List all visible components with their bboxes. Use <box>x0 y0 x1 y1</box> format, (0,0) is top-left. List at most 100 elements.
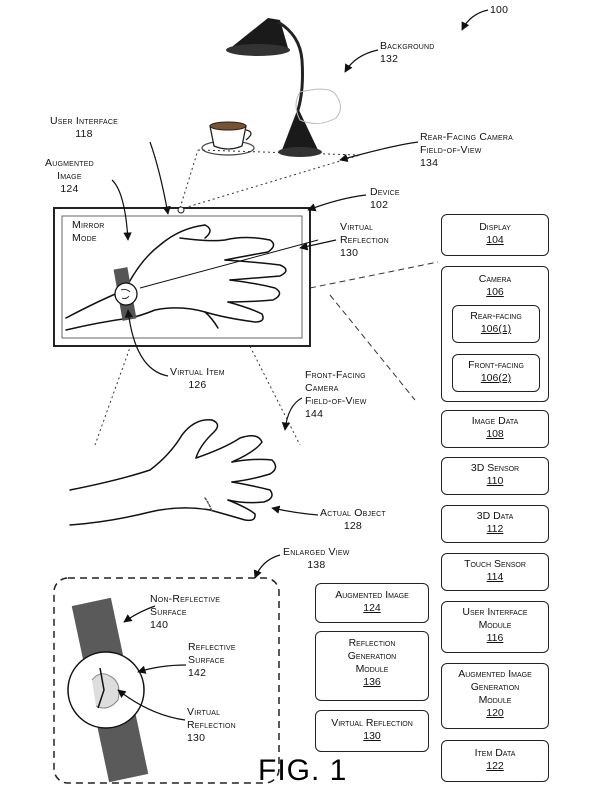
label-vr2-text2: Reflection <box>187 719 236 731</box>
virtual-reflection-enlarged-pointer <box>117 689 186 721</box>
module-display-label: Display <box>479 221 511 233</box>
label-ao-text: Actual Object <box>320 507 386 519</box>
module-image-data-num: 108 <box>486 428 504 440</box>
module-touch-sensor-num: 114 <box>486 571 504 583</box>
label-vr-num: 130 <box>340 247 359 259</box>
label-vr2-text: Virtual <box>187 706 221 718</box>
module-item-data-label: Item Data <box>474 747 516 759</box>
label-ev-num: 138 <box>307 559 326 571</box>
module-ui-module-label2: Module <box>478 619 512 631</box>
module-image-data-label: Image Data <box>471 415 519 427</box>
label-rear-text2: Field-of-View <box>420 144 482 156</box>
module-refl-gen-label2: Generation <box>347 650 397 662</box>
label-background-num: 132 <box>380 53 399 65</box>
label-device: Device 102 <box>370 186 400 212</box>
label-nr-text2: Surface <box>150 606 187 618</box>
label-mirror-text: Mirror <box>72 219 105 231</box>
label-ui-text: User Interface <box>50 115 118 127</box>
label-vr-text: Virtual <box>340 221 374 233</box>
label-ev-text: Enlarged View <box>283 546 350 558</box>
module-3d-sensor-num: 110 <box>486 475 504 487</box>
module-camera-label: Camera <box>478 273 512 285</box>
ref-100-arrow <box>461 9 489 31</box>
label-rs-text: Reflective <box>188 641 236 653</box>
label-fc-num: 144 <box>305 408 324 420</box>
coffee-cup-icon <box>201 121 255 156</box>
module-ui-module-num: 116 <box>486 632 504 644</box>
module-display: Display 104 <box>441 214 549 256</box>
label-rear-camera: Rear-Facing Camera Field-of-View 134 <box>420 131 513 170</box>
module-aug-image-num: 124 <box>363 602 381 614</box>
module-augmented-generation: Augmented Image Generation Module 120 <box>441 663 549 729</box>
label-background-text: Background <box>380 40 435 52</box>
label-user-interface: User Interface 118 <box>50 115 118 141</box>
label-ai-text2: Image <box>57 170 82 182</box>
label-background: Background 132 <box>380 40 435 66</box>
virtual-reflection-pointer <box>299 239 337 251</box>
augmented-image-pointer <box>111 179 132 241</box>
label-rear-text: Rear-Facing Camera <box>420 131 514 143</box>
module-item-data: Item Data 122 <box>441 740 549 782</box>
watch-enlarged-icon <box>67 597 149 783</box>
module-refl-gen-label3: Module <box>355 663 389 675</box>
module-camera-front: Front-facing 106(2) <box>452 354 540 392</box>
module-ui-module: User Interface Module 116 <box>441 601 549 653</box>
label-vi-text: Virtual Item <box>170 366 225 378</box>
label-reflective: Reflective Surface 142 <box>188 641 236 680</box>
module-touch-sensor-label: Touch Sensor <box>464 558 526 570</box>
reflective-pointer <box>137 664 187 674</box>
module-camera-num: 106 <box>486 286 504 298</box>
module-touch-sensor: Touch Sensor 114 <box>441 553 549 591</box>
module-aug-gen-label2: Generation <box>470 681 520 693</box>
rear-fov-line <box>179 149 361 209</box>
label-vi-num: 126 <box>188 379 207 391</box>
module-camera-rear-num: 106(1) <box>480 323 512 335</box>
reflected-hand <box>65 224 287 331</box>
figure-ref: 100 <box>490 4 509 16</box>
lamp-icon <box>226 18 322 157</box>
label-ai-num: 124 <box>60 183 79 195</box>
module-3d-sensor: 3D Sensor 110 <box>441 457 549 495</box>
module-camera-front-label: Front-facing <box>468 359 524 371</box>
module-aug-gen-label1: Augmented Image <box>458 668 532 680</box>
label-rs-text2: Surface <box>188 654 225 666</box>
module-3d-data-num: 112 <box>486 523 504 535</box>
module-image-data: Image Data 108 <box>441 410 549 448</box>
ui-pointer <box>149 141 171 215</box>
label-enlarged-view: Enlarged View 138 <box>283 546 350 572</box>
module-augmented-image: Augmented Image 124 <box>315 583 429 623</box>
non-reflective-pointer <box>123 605 156 623</box>
module-display-num: 104 <box>486 234 504 246</box>
label-mirror-mode: Mirror Mode <box>72 219 105 245</box>
label-device-num: 102 <box>370 199 389 211</box>
label-front-camera: Front-Facing Camera Field-of-View 144 <box>305 369 367 421</box>
module-aug-image-label: Augmented Image <box>335 589 409 601</box>
background-pointer <box>344 49 379 73</box>
label-ao-num: 128 <box>343 520 362 532</box>
label-vr-text2: Reflection <box>340 234 389 246</box>
module-3d-data: 3D Data 112 <box>441 505 549 543</box>
label-actual-object: Actual Object 128 <box>320 507 386 533</box>
module-3d-sensor-label: 3D Sensor <box>470 462 520 474</box>
virtual-item-pointer <box>124 309 169 377</box>
label-fc-text: Front-Facing <box>305 369 366 381</box>
module-virtual-reflection: Virtual Reflection 130 <box>315 710 429 752</box>
module-aug-gen-label3: Module <box>478 694 512 706</box>
front-camera-lens <box>177 206 185 214</box>
label-nr-text: Non-Reflective <box>150 593 221 605</box>
label-augmented-image: Augmented Image 124 <box>45 157 94 196</box>
rear-camera-pointer <box>339 141 419 163</box>
enlarged-view-pointer <box>253 554 281 579</box>
vase-outline <box>295 88 341 124</box>
virtual-watch-icon <box>113 267 138 321</box>
figure-caption: FIG. 1 <box>258 754 348 787</box>
label-ai-text: Augmented <box>45 157 94 169</box>
actual-hand <box>69 419 277 526</box>
rear-fov-top <box>197 149 361 156</box>
enlarged-view-frame <box>53 577 280 784</box>
label-vr2-num: 130 <box>187 732 206 744</box>
label-device-text: Device <box>370 186 400 198</box>
label-virtual-item: Virtual Item 126 <box>170 366 225 392</box>
reflection-line <box>139 239 319 289</box>
